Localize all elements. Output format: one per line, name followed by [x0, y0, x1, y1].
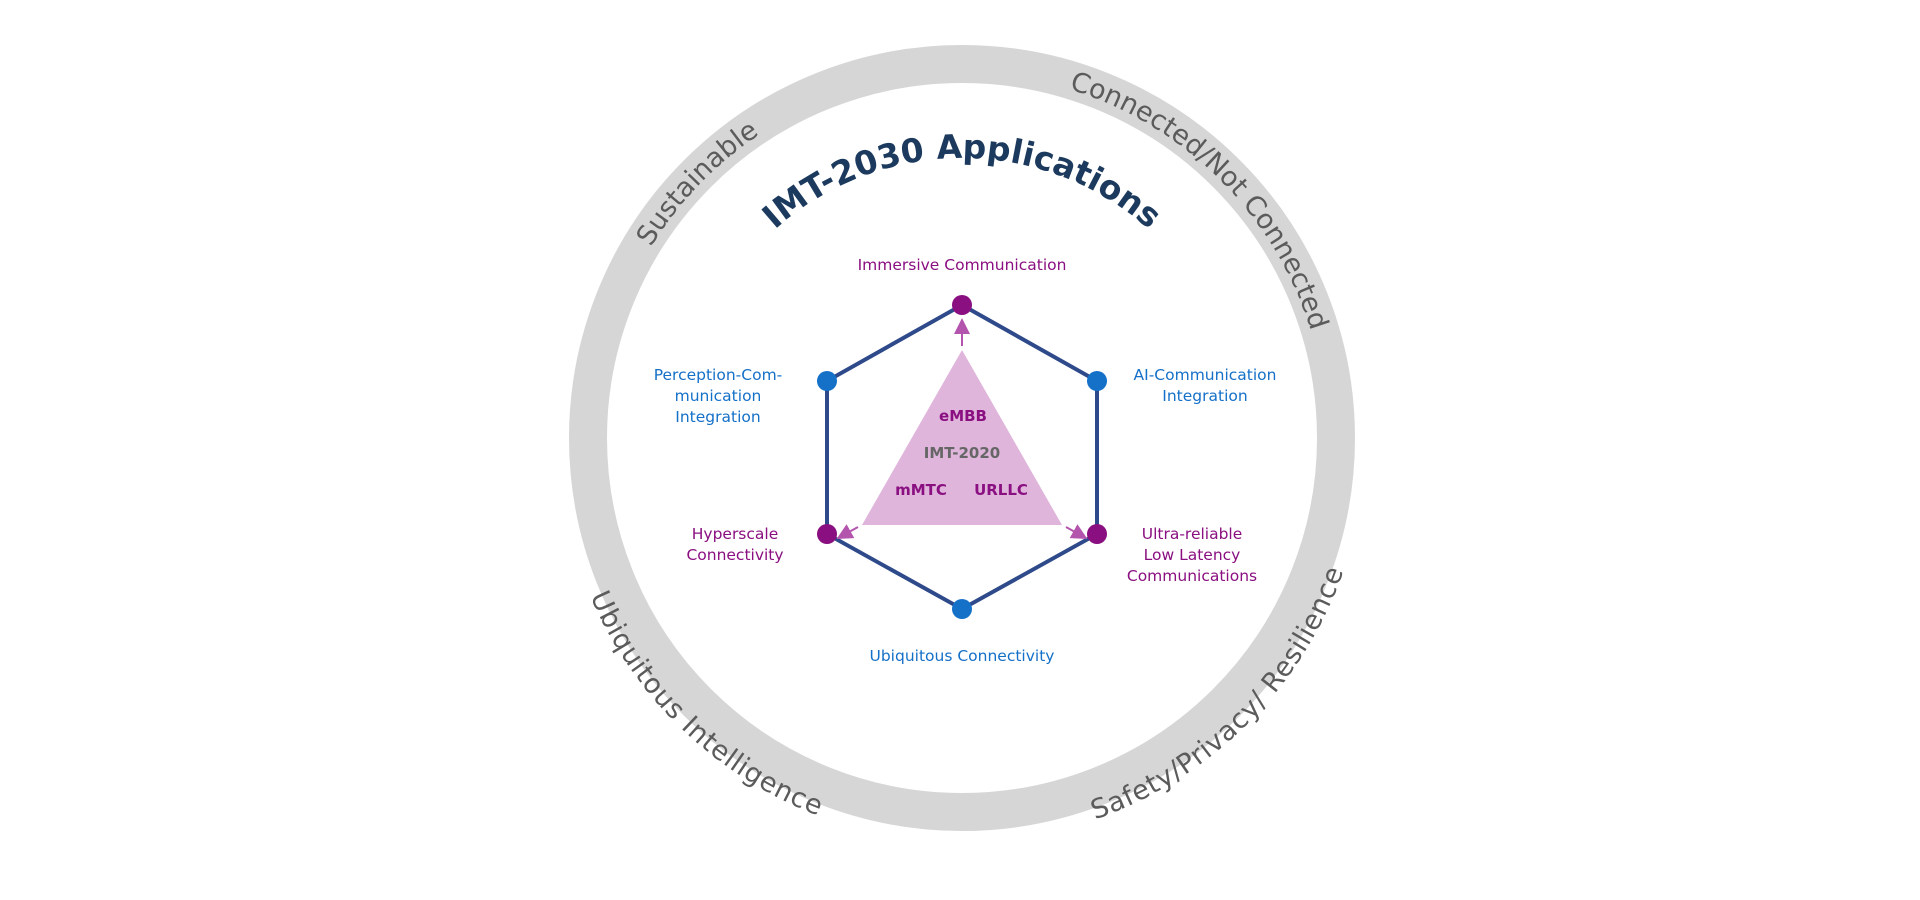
- triangle-label-mmtc: mMTC: [895, 481, 947, 499]
- node-urllc: [1087, 524, 1107, 544]
- label-urllc: Ultra-reliable Low Latency Communication…: [1127, 525, 1257, 585]
- triangle-label-imt-2020: IMT-2020: [924, 444, 1001, 462]
- node-ai-communication: [1087, 371, 1107, 391]
- label-ubiquitous-connectivity: Ubiquitous Connectivity: [870, 647, 1055, 665]
- label-line: Perception-Com-: [654, 366, 783, 384]
- label-perception-communication: Perception-Com- munication Integration: [654, 366, 783, 426]
- label-line: Communications: [1127, 567, 1257, 585]
- label-immersive-communication: Immersive Communication: [858, 256, 1067, 274]
- label-ai-communication: AI-Communication Integration: [1134, 366, 1277, 405]
- node-immersive: [952, 295, 972, 315]
- label-hyperscale-connectivity: Hyperscale Connectivity: [686, 525, 783, 564]
- arrow-right: [1065, 524, 1088, 539]
- label-line: Connectivity: [686, 546, 783, 564]
- imt-2020-triangle: [862, 350, 1062, 525]
- ring-label-sustainable: Sustainable: [631, 114, 764, 250]
- label-line: Ultra-reliable: [1142, 525, 1243, 543]
- label-line: Integration: [1162, 387, 1247, 405]
- label-line: AI-Communication: [1134, 366, 1277, 384]
- node-hyperscale: [817, 524, 837, 544]
- diagram-title: IMT-2030 Applications: [754, 127, 1169, 236]
- outer-ring: [569, 45, 1355, 831]
- label-line: Hyperscale: [692, 525, 779, 543]
- label-line: Low Latency: [1144, 546, 1241, 564]
- triangle-label-embb: eMBB: [939, 407, 987, 425]
- label-line: munication: [675, 387, 762, 405]
- label-line: Integration: [675, 408, 760, 426]
- arrow-left: [836, 524, 859, 539]
- node-perception: [817, 371, 837, 391]
- node-ubiquitous-connectivity: [952, 599, 972, 619]
- triangle-label-urllc: URLLC: [974, 481, 1028, 499]
